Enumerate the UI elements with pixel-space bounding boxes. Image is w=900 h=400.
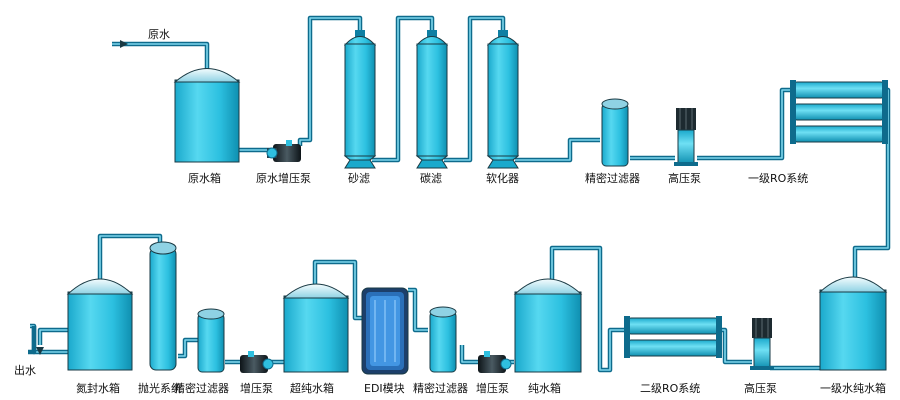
label-raw-water-tank: 原水箱 [188,171,221,185]
pipe-pump2-to-ro2 [718,327,752,365]
raw-booster-pump [266,140,301,162]
label-booster-pump-2: 增压泵 [476,381,509,395]
pipe-filter2-to-edi [408,287,428,333]
carbon-filter [415,30,449,169]
ro-stage-2 [624,316,722,358]
precision-filter-2 [429,306,457,373]
label-high-pressure-pump-2: 高压泵 [744,381,777,395]
label-raw-water-in: 原水 [148,28,170,41]
label-ro-stage-1: 一级RO系统 [748,172,808,185]
pipe-pump-to-filter2 [459,345,478,365]
arrow-outlet-icon [36,347,44,355]
ro-stage-1 [790,80,888,144]
label-softener: 软化器 [486,171,519,185]
ro1-pure-water-tank [818,276,888,371]
label-polishing-system: 抛光系统 [138,381,182,395]
pipe-softener-to-filter1 [515,137,600,163]
label-precision-filter-2: 精密过滤器 [413,381,468,395]
label-sand-filter: 砂滤 [348,172,370,185]
pipe-filter3-to-polish [178,337,198,359]
nitrogen-sealed-tank [66,278,134,371]
polishing-system [149,241,177,371]
label-high-pressure-pump-1: 高压泵 [668,171,701,185]
high-pressure-pump-2 [750,318,774,370]
label-ro1-pure-tank: 一级水纯水箱 [820,381,886,395]
pipe-network [28,15,891,373]
label-precision-filter-1: 精密过滤器 [585,171,640,185]
label-raw-booster-pump: 原水增压泵 [256,171,311,185]
arrow-inlet-icon [120,40,128,48]
edi-module [361,287,409,375]
high-pressure-pump-1 [674,108,698,166]
precision-filter-3 [197,308,225,373]
label-booster-pump-3: 增压泵 [240,381,273,395]
labels: 原水 原水箱 原水增压泵 砂滤 碳滤 软化器 精密过滤器 高压泵 一级RO系统 … [14,28,886,395]
pipe-pump-to-ro1 [697,87,794,161]
label-ro-stage-2: 二级RO系统 [640,382,700,395]
pipe-outlet-stub [37,327,68,345]
label-nitrogen-sealed-tank: 氮封水箱 [76,381,120,395]
label-ultrapure-tank: 超纯水箱 [290,381,334,395]
label-pure-water-tank: 纯水箱 [528,381,561,395]
label-edi-module: EDI模块 [364,382,405,395]
pipe-out-connector [28,326,37,355]
raw-water-tank [173,68,241,163]
pure-water-tank [513,278,583,373]
ultrapure-water-tank [282,283,350,373]
softener [486,30,520,169]
label-precision-filter-3: 精密过滤器 [174,381,229,395]
booster-pump-3 [240,351,274,373]
label-carbon-filter: 碳滤 [420,171,442,185]
sand-filter [343,30,377,169]
booster-pump-2 [478,351,512,373]
precision-filter-1 [601,98,629,167]
flow-arrows [36,40,128,355]
pipe-raw-inlet [112,41,210,70]
label-water-out: 出水 [14,363,36,377]
